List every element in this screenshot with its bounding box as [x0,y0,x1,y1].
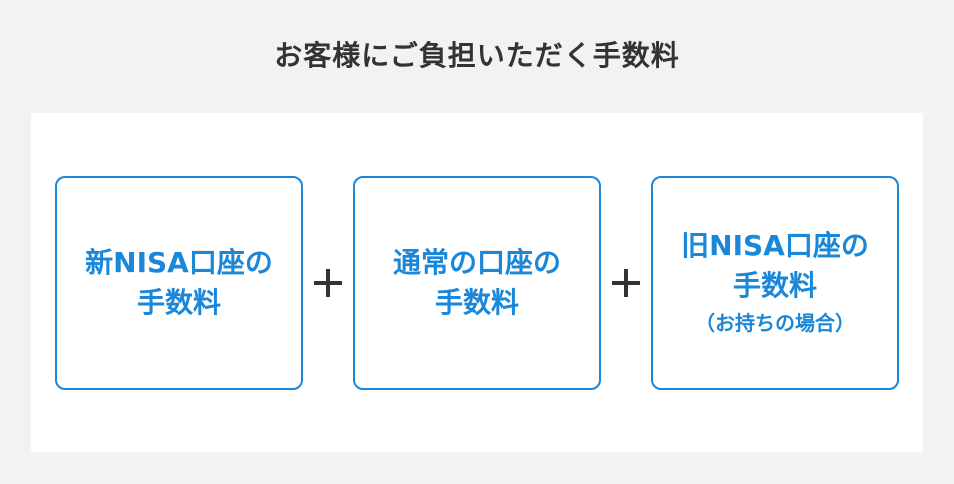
new-nisa-fee-line2: 手数料 [136,286,221,319]
plus-icon [606,263,646,303]
old-nisa-fee-note: （お持ちの場合） [695,311,855,335]
page-title: お客様にご負担いただく手数料 [274,39,680,72]
regular-account-fee-line1: 通常の口座の [392,246,561,279]
plus-icon [308,263,348,303]
new-nisa-fee-line1: 新NISA口座の [85,246,273,279]
old-nisa-fee-line2: 手数料 [732,269,817,302]
old-nisa-fee-line1: 旧NISA口座の [681,229,869,262]
old-nisa-fee-box: 旧NISA口座の 手数料 （お持ちの場合） [651,176,899,390]
fee-diagram-panel: 新NISA口座の 手数料 通常の口座の 手数料 旧NISA口座の 手数料 （お持… [31,113,923,452]
regular-account-fee-line2: 手数料 [434,286,519,319]
new-nisa-fee-box: 新NISA口座の 手数料 [55,176,303,390]
regular-account-fee-box: 通常の口座の 手数料 [353,176,601,390]
